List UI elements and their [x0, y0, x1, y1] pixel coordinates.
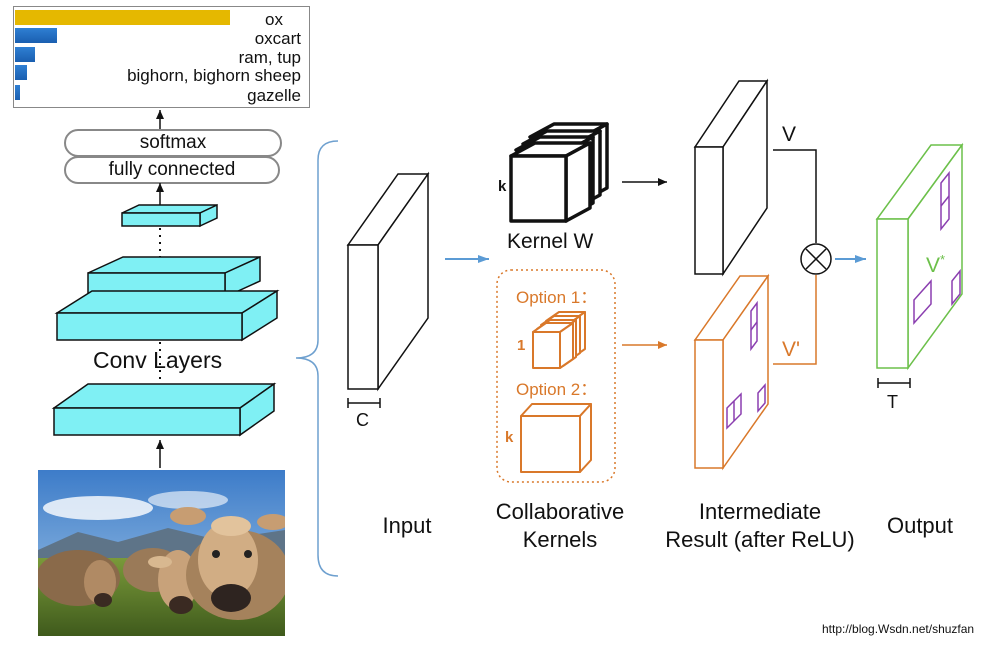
option2-dim-label: k	[505, 429, 514, 446]
input-tensor	[346, 171, 430, 392]
v-star-sup: *	[940, 252, 946, 267]
kernel-w	[509, 122, 609, 223]
bracket	[295, 140, 339, 577]
option1-kernel	[532, 311, 586, 369]
input-dim-label: C	[356, 410, 369, 430]
v-tensor	[693, 78, 769, 277]
prediction-label: bighorn, bighorn sheep	[127, 66, 301, 85]
input-image	[38, 470, 285, 636]
option1-label: Option 1：	[516, 288, 598, 307]
inter-caption-line1: Intermediate	[698, 499, 822, 524]
v-prime-highlights	[726, 300, 766, 430]
output-highlights	[913, 170, 961, 325]
v-star-label: V*	[926, 252, 945, 278]
v-star-base: V	[926, 254, 941, 277]
softmax-layer: softmax	[64, 129, 282, 157]
v-prime-label: V'	[782, 338, 801, 361]
conv-layer-small	[121, 203, 218, 228]
prediction-bar	[15, 47, 35, 62]
conv-layer-4	[51, 382, 277, 437]
option1-dim-label: 1	[517, 337, 526, 354]
prediction-label: ram, tup	[238, 48, 301, 67]
inter-caption-line2: Result (after ReLU)	[665, 527, 855, 552]
input-caption: Input	[382, 513, 432, 538]
option2-label: Option 2：	[516, 380, 598, 399]
prediction-bar	[15, 85, 20, 100]
conv-layers-label: Conv Layers	[93, 347, 223, 373]
v-connector	[773, 149, 817, 243]
prediction-panel: ox oxcart ram, tup bighorn, bighorn shee…	[13, 6, 310, 108]
collab-caption-line1: Collaborative	[495, 499, 625, 524]
prediction-bar	[15, 65, 27, 80]
fully-connected-layer: fully connected	[64, 156, 280, 184]
prediction-label: ox	[265, 10, 283, 29]
prediction-bar	[15, 28, 57, 43]
kernel-dim-label: k	[498, 178, 507, 195]
kernel-w-label: Kernel W	[507, 230, 594, 253]
option2-kernel	[520, 403, 592, 473]
vprime-connector	[773, 275, 817, 365]
prediction-bar	[15, 10, 230, 25]
prediction-label: oxcart	[254, 29, 301, 48]
watermark: http://blog.Wsdn.net/shuzfan	[822, 622, 975, 636]
collab-caption-line2: Kernels	[522, 527, 598, 552]
prediction-label: gazelle	[247, 86, 301, 105]
output-dim-label: T	[887, 392, 898, 412]
conv-layer-3	[54, 289, 280, 342]
output-caption: Output	[886, 513, 954, 538]
conv-layer-2	[87, 255, 261, 299]
collab-kernels-box	[496, 269, 616, 483]
v-label: V	[782, 123, 797, 146]
